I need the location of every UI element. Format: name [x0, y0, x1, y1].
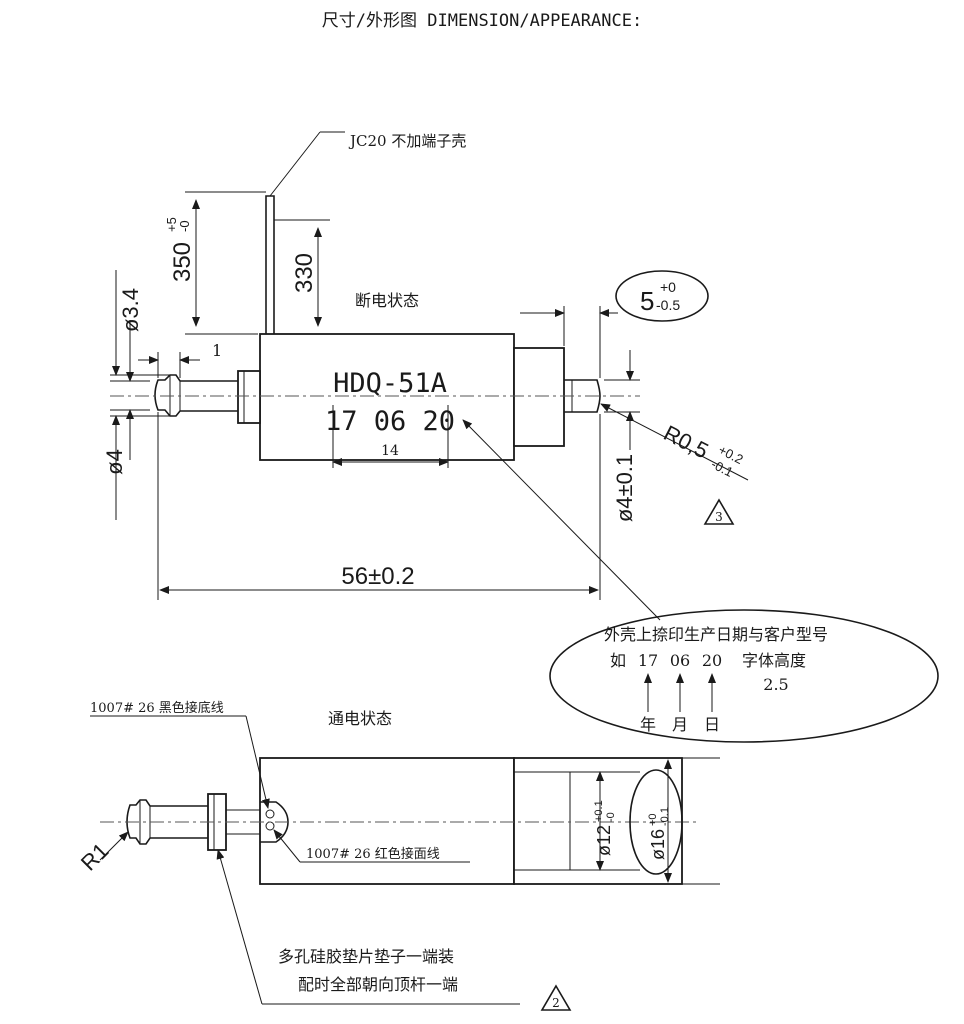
lead-wire — [265, 195, 275, 334]
svg-text:3: 3 — [715, 510, 723, 524]
state-on-label: 通电状态 — [328, 709, 392, 728]
drawing-title: 尺寸/外形图 DIMENSION/APPEARANCE: — [322, 11, 642, 31]
red-wire-label: 1007# 26 红色接面线 — [306, 846, 440, 862]
gasket-note-line1: 多孔硅胶垫片垫子一端装 — [278, 947, 454, 966]
phi-16-callout-ellipse — [629, 769, 683, 875]
wire-note: JC20 不加端子壳 — [348, 132, 466, 150]
print-note-font-height: 2.5 — [763, 675, 788, 694]
svg-text:-0: -0 — [177, 220, 192, 232]
svg-text:5: 5 — [640, 286, 654, 316]
svg-text:-0: -0 — [605, 812, 617, 822]
solenoid-body-energized — [259, 757, 515, 885]
note-triangle-2 — [540, 984, 572, 1011]
svg-text:+5: +5 — [164, 217, 179, 232]
bottom-view: 通电状态 1007# 26 黑色接底线 1007# 26 红色接面线 R1 ø1… — [76, 700, 720, 1011]
model-text: HDQ-51A — [333, 368, 447, 399]
svg-text:+0: +0 — [660, 279, 676, 295]
label-month: 月 — [672, 715, 688, 734]
plunger — [154, 374, 238, 417]
dim-length-56: 56±0.2 — [341, 563, 414, 590]
right-collar — [513, 347, 565, 447]
svg-text:350: 350 — [169, 242, 196, 282]
dim-phi-4-right: ø4±0.1 — [612, 454, 637, 522]
dim-phi-16: ø16 +0 -0.1 — [647, 807, 671, 860]
svg-text:+0: +0 — [647, 813, 659, 826]
note-triangle-3 — [703, 498, 735, 525]
dim-phi-4-left: ø4 — [102, 449, 127, 475]
print-note-line1: 外壳上捺印生产日期与客户型号 — [604, 625, 828, 644]
print-note-year: 17 — [638, 651, 658, 670]
svg-text:+0.1: +0.1 — [593, 800, 605, 822]
label-day: 日 — [704, 715, 720, 734]
dim-14: 14 — [381, 443, 399, 459]
print-note-day: 20 — [702, 651, 722, 670]
print-note-month: 06 — [670, 651, 690, 670]
label-year: 年 — [640, 715, 656, 734]
svg-text:ø12: ø12 — [594, 825, 614, 856]
svg-text:2: 2 — [552, 996, 560, 1010]
dim-radius: R0,5 +0.2 -0.1 — [660, 420, 746, 480]
solenoid-body — [259, 333, 515, 461]
wire-hole-top — [265, 809, 275, 819]
dim-330: 330 — [291, 253, 318, 293]
state-off-label: 断电状态 — [355, 291, 419, 310]
right-shaft — [564, 379, 601, 413]
dim-phi-12: ø12 +0.1 -0 — [593, 800, 617, 856]
black-wire-label: 1007# 26 黑色接底线 — [90, 700, 224, 716]
dim-stroke-5: 5 +0 -0.5 — [640, 279, 680, 316]
print-note-font-label: 字体高度 — [742, 651, 806, 670]
svg-text:-0.1: -0.1 — [659, 807, 671, 826]
svg-text:-0.5: -0.5 — [656, 297, 680, 313]
left-washer — [237, 370, 261, 424]
top-view: JC20 不加端子壳 350 +5 -0 330 断电状态 HDQ-51A 17… — [102, 131, 939, 743]
print-note-ellipse — [549, 609, 939, 743]
dim-phi-3-4: ø3.4 — [118, 288, 143, 332]
print-note-prefix: 如 — [610, 651, 626, 670]
dim-1: 1 — [212, 341, 222, 360]
stroke-callout-ellipse — [615, 270, 709, 322]
gasket-note-line2: 配时全部朝向顶杆一端 — [298, 975, 458, 994]
svg-text:ø16: ø16 — [648, 829, 668, 860]
date-code: 17 06 20 — [325, 406, 455, 437]
dim-350: 350 +5 -0 — [164, 217, 196, 282]
dim-r1: R1 — [76, 838, 114, 876]
